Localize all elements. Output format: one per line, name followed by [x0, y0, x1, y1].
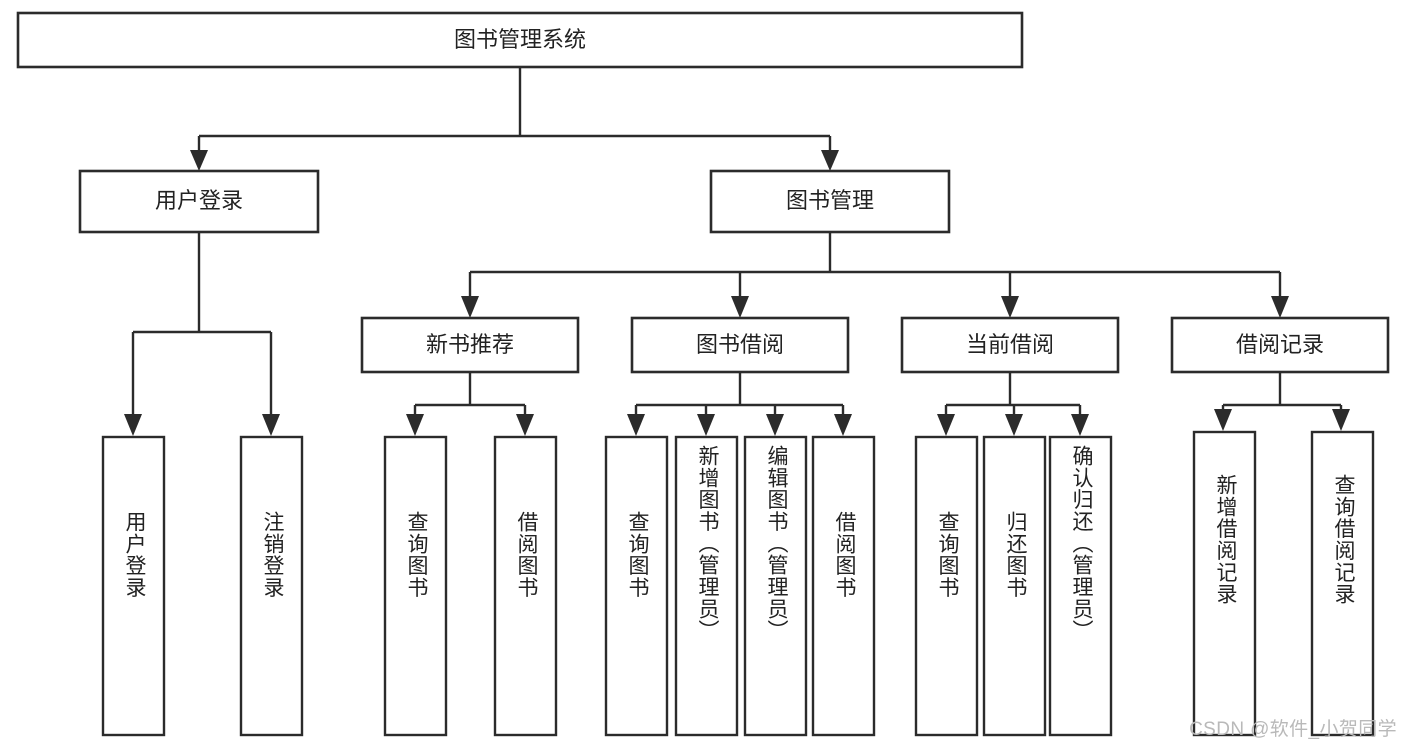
leaf-node-query-book-1[interactable] [383, 435, 448, 737]
connector-recommend-to-leaves [406, 372, 534, 436]
node-root-label: 图书管理系统 [454, 27, 586, 52]
node-current-borrow-label: 当前借阅 [966, 332, 1054, 357]
arrow-to-borrow-record [1271, 296, 1289, 318]
arrow-to-leaf-add-book [697, 414, 715, 436]
arrow-to-leaf-add-record [1214, 409, 1232, 431]
node-user-login-label: 用户登录 [155, 188, 243, 213]
arrow-to-leaf-query-book-2 [627, 414, 645, 436]
node-new-book-recommend-label: 新书推荐 [426, 332, 514, 357]
leaf-node-edit-book[interactable] [743, 435, 808, 737]
leaf-node-return-book[interactable] [982, 435, 1047, 737]
node-user-login[interactable]: 用户登录 [78, 169, 320, 234]
connector-current-to-leaves [937, 372, 1089, 436]
csdn-watermark: CSDN @软件_小贺同学 [1189, 719, 1397, 740]
node-book-borrow-label: 图书借阅 [696, 332, 784, 357]
node-root[interactable]: 图书管理系统 [16, 11, 1024, 69]
arrow-to-leaf-return-book [1005, 414, 1023, 436]
leaf-node-confirm-return[interactable] [1048, 435, 1113, 737]
leaf-node-logout[interactable] [239, 435, 304, 737]
leaf-node-borrow-book-1[interactable] [493, 435, 558, 737]
node-borrow-record[interactable]: 借阅记录 [1170, 316, 1390, 374]
arrow-to-user-login [190, 150, 208, 171]
leaf-node-query-book-3[interactable] [914, 435, 979, 737]
connector-bookmgmt-to-level3 [461, 232, 1289, 318]
arrow-to-leaf-logout [262, 414, 280, 436]
leaf-node-borrow-book-2[interactable] [811, 435, 876, 737]
node-new-book-recommend[interactable]: 新书推荐 [360, 316, 580, 374]
arrow-to-book-management [821, 150, 839, 171]
arrow-to-leaf-query-record [1332, 409, 1350, 431]
leaf-node-user-login[interactable] [101, 435, 166, 737]
leaf-node-query-book-2[interactable] [604, 435, 669, 737]
arrow-to-leaf-confirm-return [1071, 414, 1089, 436]
arrow-to-new-book-recommend [461, 296, 479, 318]
arrow-to-leaf-borrow-book-2 [834, 414, 852, 436]
node-book-borrow[interactable]: 图书借阅 [630, 316, 850, 374]
arrow-to-leaf-edit-book [766, 414, 784, 436]
arrow-to-leaf-borrow-book-1 [516, 414, 534, 436]
node-current-borrow[interactable]: 当前借阅 [900, 316, 1120, 374]
arrow-to-leaf-query-book-3 [937, 414, 955, 436]
connector-userlogin-to-leaves [124, 232, 280, 436]
leaf-node-query-record[interactable] [1310, 430, 1375, 737]
arrow-to-leaf-user-login [124, 414, 142, 436]
node-book-management[interactable]: 图书管理 [709, 169, 951, 234]
leaf-node-add-book[interactable] [674, 435, 739, 737]
connector-borrow-to-leaves [627, 372, 852, 436]
arrow-to-current-borrow [1001, 296, 1019, 318]
connector-root-to-level2 [190, 67, 839, 171]
node-book-management-label: 图书管理 [786, 188, 874, 213]
connector-record-to-leaves [1214, 372, 1350, 431]
arrow-to-book-borrow [731, 296, 749, 318]
node-borrow-record-label: 借阅记录 [1236, 332, 1324, 357]
arrow-to-leaf-query-book-1 [406, 414, 424, 436]
leaf-node-add-record[interactable] [1192, 430, 1257, 737]
